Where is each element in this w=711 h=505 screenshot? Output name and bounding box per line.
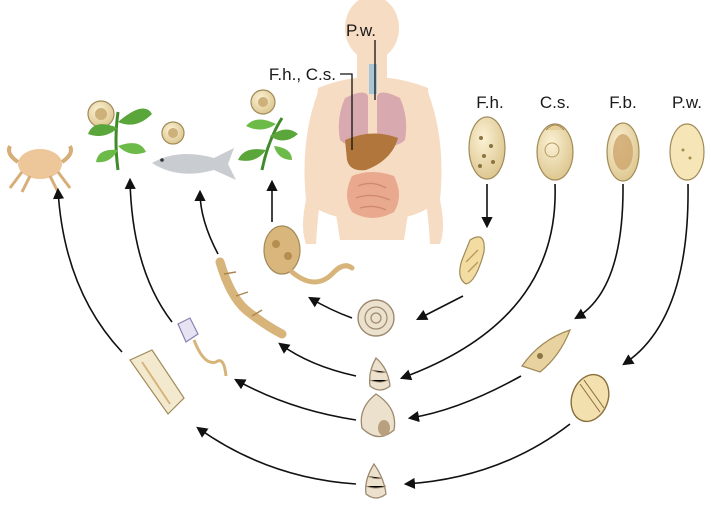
metacercaria-cyst-1 [87, 100, 115, 128]
intestines [347, 172, 399, 218]
egg-cs-label: C.s. [540, 93, 570, 112]
miracidium-cs [521, 329, 572, 373]
arrow-snail-1-to-redia [308, 296, 353, 319]
arrow-sheath-to-crab [52, 187, 123, 353]
egg-cs [536, 123, 574, 181]
snail-planorbid [357, 299, 395, 337]
human-figure [303, 0, 443, 244]
egg-fh [468, 116, 506, 180]
snail-globular [360, 393, 396, 438]
egg-fb [606, 122, 640, 182]
liver-pointer-line [340, 73, 353, 150]
water-plant-1 [88, 108, 152, 171]
egg-fb-label: F.b. [609, 93, 636, 112]
arrow-miracidium-to-snail-4 [403, 423, 571, 490]
arrow-cs-egg-to-snail-2 [399, 183, 556, 381]
metacercaria-cyst-2 [161, 121, 185, 145]
crab [7, 145, 73, 193]
water-plant-2 [238, 117, 298, 171]
cercaria-tailed [177, 317, 228, 377]
arrow-miracidium-to-snail-3 [407, 375, 522, 423]
arrow-sporocyst-to-fish [194, 189, 219, 255]
arrow-snail-3-to-cercaria [234, 378, 357, 421]
human-top-label: P.w. [346, 21, 376, 40]
trachea [369, 64, 377, 94]
liver-pointer-label: F.h., C.s. [269, 65, 336, 84]
arrow-miracidium-to-snail-1 [416, 295, 464, 321]
arrow-cercaria-to-plant-1 [124, 177, 173, 323]
miracidium-in-egg [459, 236, 485, 285]
lungs [338, 92, 407, 146]
egg-pw-label: P.w. [672, 93, 702, 112]
arrow-fb-egg-to-miracidium [574, 183, 624, 320]
fish [152, 148, 236, 180]
cercaria-in-sheath [129, 349, 185, 415]
egg-pw [669, 123, 705, 181]
cycle-arrows [52, 177, 689, 490]
miracidium-pw [570, 373, 610, 423]
redia-with-cercaria [263, 225, 355, 285]
sporocyst-chain [215, 257, 287, 339]
egg-fh-label: F.h. [476, 93, 503, 112]
metacercaria-cyst-3 [250, 89, 276, 115]
snail-conical-small [368, 357, 391, 391]
arrow-snail-2-to-sporocyst [278, 342, 357, 377]
arrow-snail-4-to-sheath [196, 426, 357, 485]
arrow-pw-egg-to-miracidium [622, 183, 689, 366]
snail-turreted [365, 462, 387, 499]
liver [345, 133, 398, 171]
